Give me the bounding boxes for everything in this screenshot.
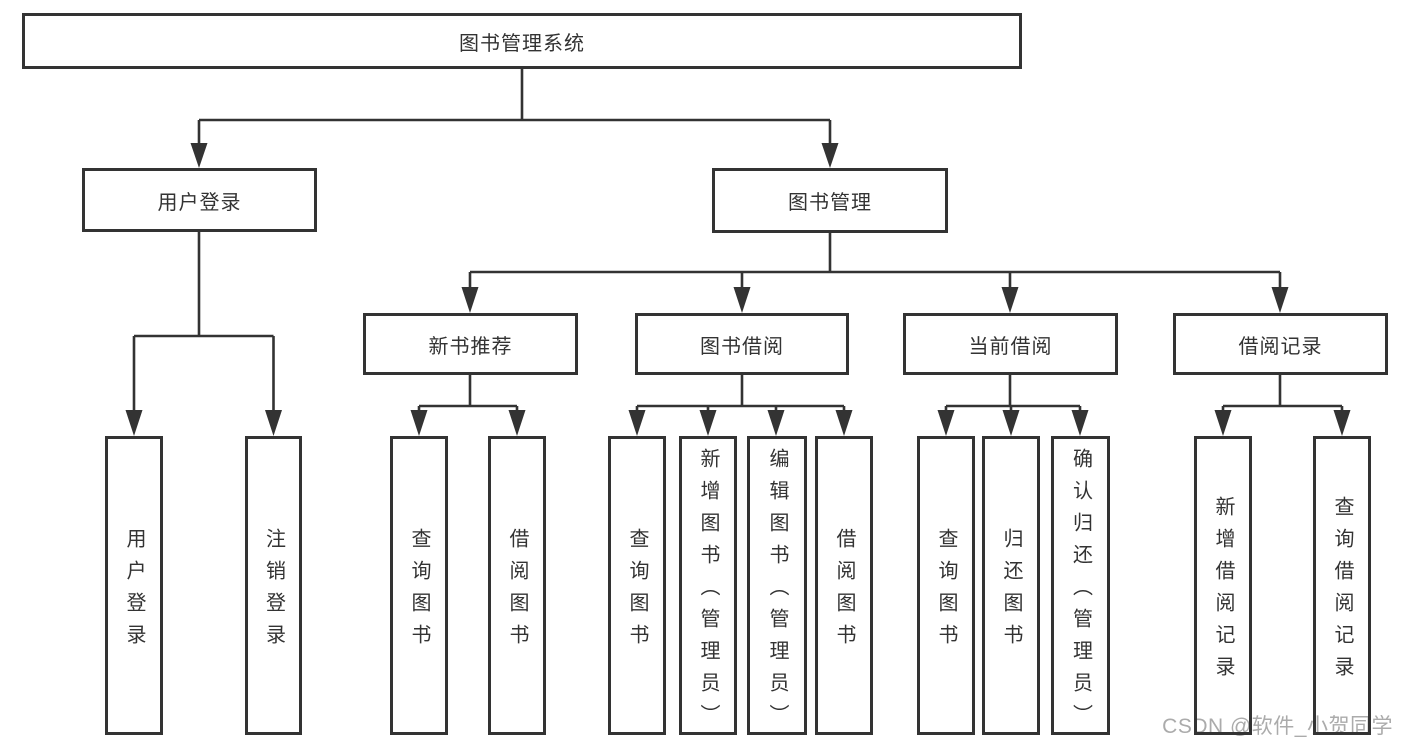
arrowhead-icons <box>125 143 1351 436</box>
node-book-borrowing: 图书借阅 <box>635 313 849 375</box>
node-label: 查询借阅记录 <box>1331 495 1353 688</box>
node-label: 新书推荐 <box>428 335 513 358</box>
leaf-current-query-books: 查询图书 <box>917 436 975 735</box>
node-label: 注销登录 <box>262 527 285 656</box>
leaf-confirm-return-admin: 确认归还（管理员） <box>1051 436 1110 736</box>
node-user-login: 用户登录 <box>82 168 317 232</box>
node-label: 编辑图书（管理员） <box>766 447 788 736</box>
leaf-borrow-query-books: 查询图书 <box>608 436 666 735</box>
node-label: 新增图书（管理员） <box>697 447 719 736</box>
csdn-watermark: CSDN @软件_小贺同学 <box>1162 715 1393 738</box>
leaf-logout: 注销登录 <box>245 436 302 735</box>
leaf-query-borrow-record: 查询借阅记录 <box>1313 436 1371 735</box>
node-label: 当前借阅 <box>968 335 1053 358</box>
leaf-recommend-query-books: 查询图书 <box>390 436 448 735</box>
leaf-borrow-books: 借阅图书 <box>815 436 873 735</box>
node-label: 查询图书 <box>935 527 957 656</box>
leaf-recommend-borrow-books: 借阅图书 <box>488 436 546 735</box>
node-label: 查询图书 <box>408 527 430 656</box>
node-book-management: 图书管理 <box>712 168 948 233</box>
node-label: 图书管理 <box>788 192 872 214</box>
node-label: 归还图书 <box>1000 527 1022 656</box>
node-label: 借阅图书 <box>506 527 528 656</box>
node-label: 用户登录 <box>157 191 242 214</box>
node-label: 确认归还（管理员） <box>1069 447 1092 736</box>
leaf-add-books-admin: 新增图书（管理员） <box>679 436 737 736</box>
node-label: 图书借阅 <box>700 335 784 358</box>
node-label: 借阅记录 <box>1238 335 1323 358</box>
node-label: 新增借阅记录 <box>1212 495 1234 688</box>
node-current-borrowing: 当前借阅 <box>903 313 1118 375</box>
leaf-user-login: 用户登录 <box>105 436 163 735</box>
leaf-edit-books-admin: 编辑图书（管理员） <box>747 436 807 736</box>
node-library-management-system: 图书管理系统 <box>22 13 1022 69</box>
tree-branch-lines <box>132 69 1344 412</box>
node-borrowing-records: 借阅记录 <box>1173 313 1388 375</box>
node-new-book-recommendation: 新书推荐 <box>363 313 578 375</box>
leaf-add-borrow-record: 新增借阅记录 <box>1194 436 1252 735</box>
leaf-return-books: 归还图书 <box>982 436 1040 735</box>
node-label: 用户登录 <box>123 527 145 656</box>
node-label: 借阅图书 <box>833 527 855 656</box>
node-label: 查询图书 <box>626 527 648 656</box>
node-label: 图书管理系统 <box>459 32 585 55</box>
